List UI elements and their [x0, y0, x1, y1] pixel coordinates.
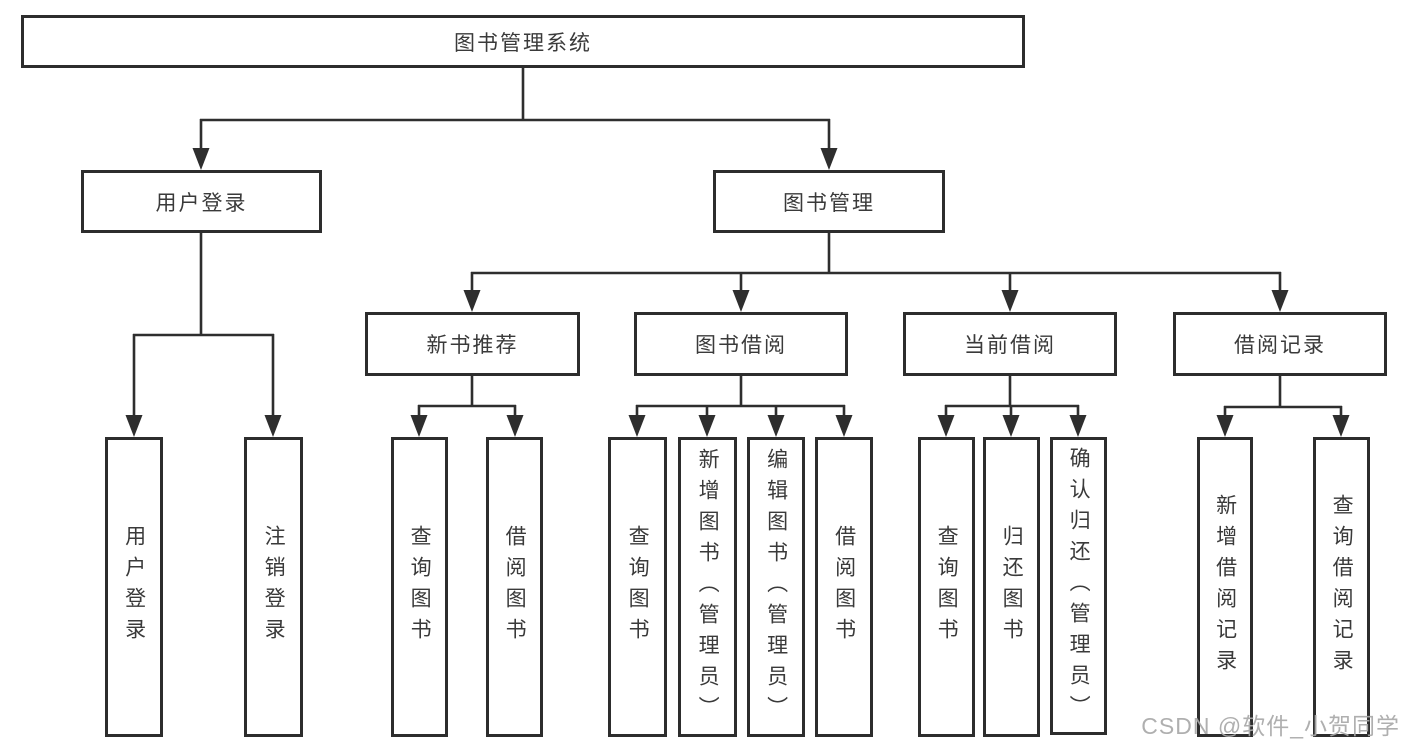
leaf-logout: 注销登录 [244, 437, 303, 737]
node-label: 当前借阅 [964, 334, 1056, 357]
node-label: 新增图书（管理员） [696, 447, 720, 727]
connector-root-to-level2 [192, 66, 838, 170]
leaf-borrow-books-recommend: 借阅图书 [486, 437, 543, 737]
node-label: 查询图书 [935, 525, 959, 649]
node-book-management: 图书管理 [713, 170, 945, 233]
node-label: 借阅图书 [503, 525, 527, 649]
node-label: 编辑图书（管理员） [764, 447, 788, 727]
leaf-return-books: 归还图书 [983, 437, 1040, 737]
connector-book-management-children [463, 231, 1289, 312]
leaf-add-books-admin: 新增图书（管理员） [678, 437, 737, 737]
node-label: 图书借阅 [695, 334, 787, 357]
node-library-system: 图书管理系统 [21, 15, 1025, 68]
node-label: 用户登录 [155, 191, 248, 215]
connector-borrow-records-children [1216, 375, 1350, 437]
leaf-query-books-current: 查询图书 [918, 437, 975, 737]
leaf-query-borrow-record: 查询借阅记录 [1313, 437, 1370, 737]
node-label: 查询图书 [626, 525, 650, 649]
leaf-confirm-return-admin: 确认归还（管理员） [1050, 437, 1107, 735]
node-user-login: 用户登录 [81, 170, 322, 233]
node-label: 归还图书 [1000, 525, 1024, 649]
leaf-add-borrow-record: 新增借阅记录 [1197, 437, 1253, 737]
leaf-edit-books-admin: 编辑图书（管理员） [747, 437, 805, 737]
node-label: 图书管理系统 [454, 31, 592, 55]
node-new-book-recommend: 新书推荐 [365, 312, 580, 376]
leaf-query-books-recommend: 查询图书 [391, 437, 448, 737]
node-book-borrow: 图书借阅 [634, 312, 848, 376]
node-label: 借阅图书 [832, 525, 856, 649]
node-label: 注销登录 [262, 525, 286, 649]
node-label: 用户登录 [122, 525, 146, 649]
node-label: 新增借阅记录 [1213, 494, 1237, 680]
leaf-user-login: 用户登录 [105, 437, 163, 737]
node-borrow-records: 借阅记录 [1173, 312, 1387, 376]
csdn-watermark: CSDN @软件_小贺同学 [1141, 713, 1400, 739]
node-current-borrow: 当前借阅 [903, 312, 1117, 376]
node-label: 图书管理 [783, 191, 875, 215]
node-label: 借阅记录 [1234, 334, 1326, 357]
connector-user-login-children [125, 231, 282, 437]
node-label: 查询图书 [408, 525, 432, 649]
node-label: 确认归还（管理员） [1067, 446, 1091, 726]
node-label: 新书推荐 [426, 334, 519, 357]
leaf-query-books-borrow: 查询图书 [608, 437, 667, 737]
connector-current-borrow-children [937, 375, 1087, 437]
node-label: 查询借阅记录 [1330, 494, 1354, 680]
connector-book-borrow-children [628, 375, 853, 437]
connector-new-book-children [410, 375, 524, 437]
leaf-borrow-books: 借阅图书 [815, 437, 873, 737]
